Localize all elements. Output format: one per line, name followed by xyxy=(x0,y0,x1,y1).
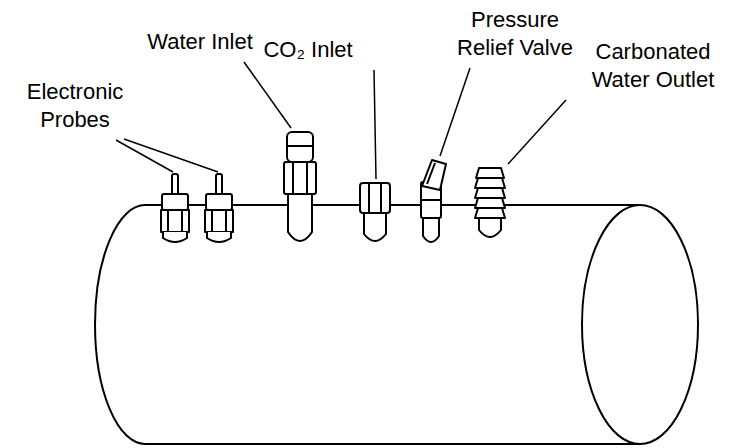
leader-line xyxy=(440,68,470,156)
probe-fitting xyxy=(161,174,189,242)
part-label: Water Inlet xyxy=(140,28,260,56)
leader-line xyxy=(244,62,291,128)
part-label: Carbonated Water Outlet xyxy=(568,38,738,94)
co2-inlet-fitting xyxy=(360,183,390,241)
leader-line xyxy=(508,100,566,164)
leader-line xyxy=(124,139,218,172)
relief-valve-fitting xyxy=(421,160,446,242)
tank-body xyxy=(95,205,640,444)
probe-fitting xyxy=(205,174,233,242)
part-label: Electronic Probes xyxy=(5,78,145,134)
leader-lines xyxy=(116,62,566,179)
water-inlet-fitting xyxy=(284,132,316,241)
part-label: Pressure Relief Valve xyxy=(445,6,585,62)
part-label: CO₂ Inlet xyxy=(258,36,358,64)
leader-line xyxy=(374,70,376,179)
leader-line xyxy=(116,140,173,172)
tank-end xyxy=(582,205,698,444)
outlet-fitting xyxy=(475,168,505,237)
